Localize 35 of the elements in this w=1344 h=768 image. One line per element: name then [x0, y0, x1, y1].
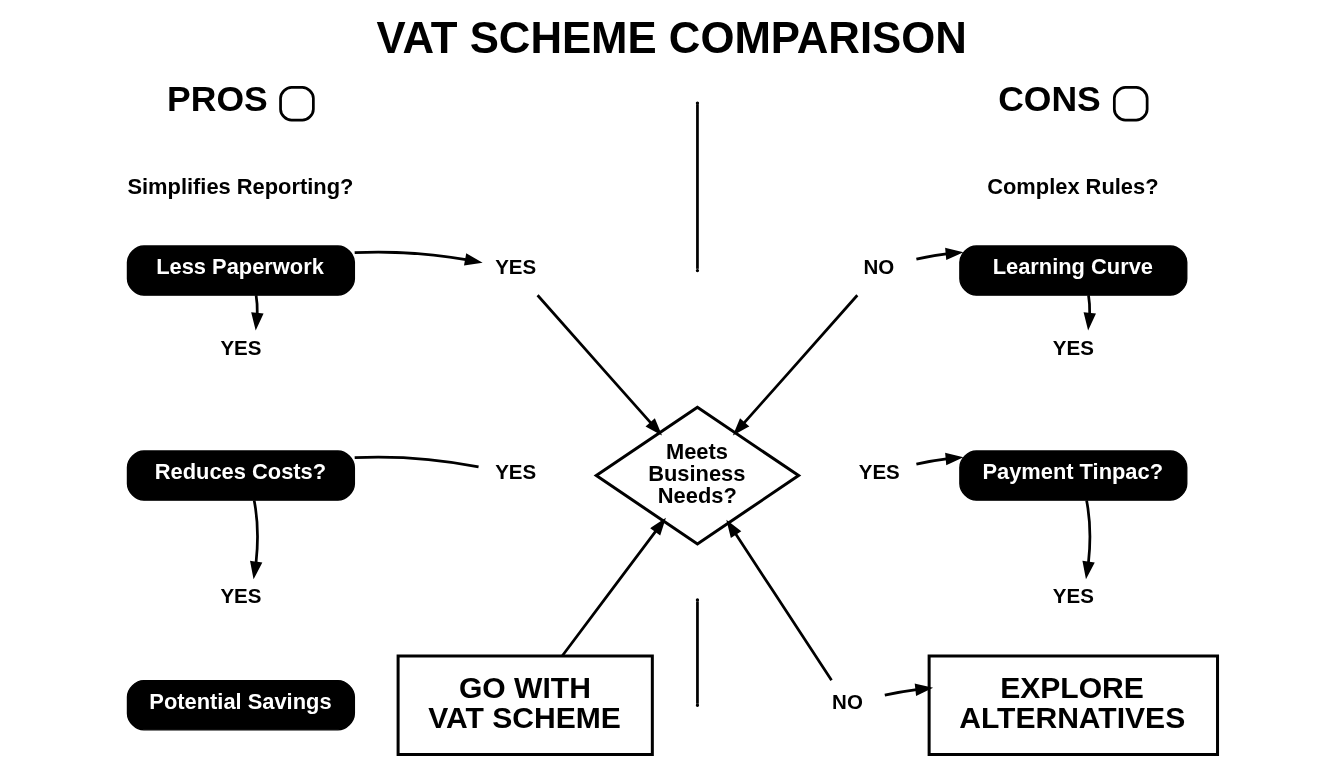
- arrow: [354, 250, 483, 266]
- node-text: NO: [863, 254, 894, 278]
- node-box: Payment Tinpac?: [958, 450, 1187, 501]
- label: PROS: [166, 79, 268, 120]
- node-text: NO: [831, 689, 863, 713]
- node-text: YES: [219, 335, 261, 359]
- arrow: [536, 294, 662, 436]
- label: Complex Rules?: [986, 173, 1158, 199]
- arrow: [732, 294, 858, 436]
- node-text: YES: [1052, 335, 1094, 359]
- arrow: [249, 500, 262, 580]
- connector: [354, 455, 479, 469]
- label: CONS: [997, 79, 1101, 120]
- diagram-title: VAT SCHEME COMPARISON: [376, 12, 967, 62]
- arrow: [250, 295, 264, 331]
- node-diamond: Meets Business Needs?: [593, 405, 801, 546]
- arrow: [915, 452, 963, 466]
- node-text: YES: [494, 254, 536, 278]
- node-box: Learning Curve: [958, 245, 1187, 296]
- label: Simplifies Reporting?: [126, 173, 353, 199]
- node-text: YES: [219, 584, 261, 608]
- arrow: [560, 517, 666, 657]
- node-box: GO WITH VAT SCHEME: [396, 654, 654, 756]
- node-box: Less Paperwork: [126, 245, 355, 296]
- node-text: YES: [494, 460, 536, 483]
- node-box: EXPLORE ALTERNATIVES: [927, 654, 1219, 756]
- arrow: [915, 247, 963, 261]
- node-box: Potential Savings: [126, 679, 355, 731]
- node-box: Reduces Costs?: [126, 450, 355, 501]
- arrow: [1081, 500, 1095, 580]
- arrow: [1083, 295, 1096, 331]
- node-text: YES: [1052, 584, 1094, 608]
- node-text: YES: [858, 460, 900, 483]
- arrow: [884, 683, 933, 697]
- arrow: [725, 519, 833, 682]
